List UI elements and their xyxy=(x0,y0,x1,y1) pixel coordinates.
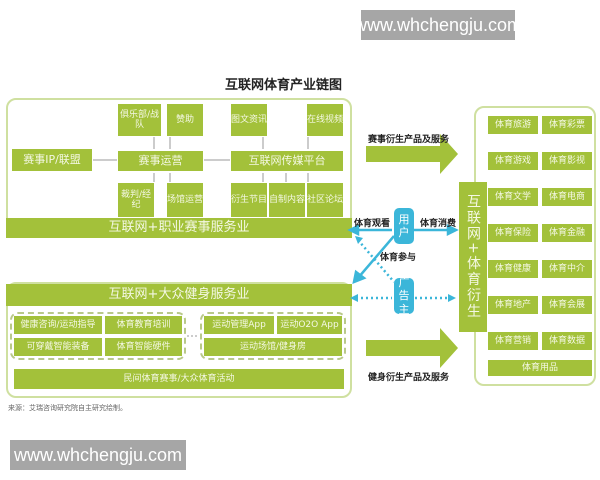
fitness-group-right xyxy=(200,312,346,360)
pro-sports-band: 互联网+职业赛事服务业 xyxy=(6,218,352,238)
sports-training-box: 体育教育培训 xyxy=(105,316,182,334)
fitness-group-left xyxy=(10,312,186,360)
diagram-title: 互联网体育产业链图 xyxy=(225,78,343,93)
watermark-bottom: www.whchengju.com xyxy=(10,440,186,470)
venue-ops-box: 场馆运营 xyxy=(167,183,203,217)
referee-agent-box: 裁判/经纪 xyxy=(118,183,154,217)
o2o-app-box: 运动O2O App xyxy=(277,316,342,334)
venue-gym-box: 运动场馆/健身房 xyxy=(204,338,342,356)
derivative-item: 体育旅游 xyxy=(488,116,538,134)
sports-app-box: 运动管理App xyxy=(204,316,274,334)
derivative-item: 体育地产 xyxy=(488,296,538,314)
mass-fitness-band: 互联网+大众健身服务业 xyxy=(6,284,352,306)
self-content-box: 自制内容 xyxy=(269,183,305,217)
derivative-item: 体育健康 xyxy=(488,260,538,278)
events-box: 民间体育赛事/大众体育活动 xyxy=(14,369,344,389)
media-platform-box: 互联网传媒平台 xyxy=(231,151,343,171)
event-derivatives-label: 赛事衍生产品及服务 xyxy=(368,135,450,145)
sporting-goods-box: 体育用品 xyxy=(488,360,592,376)
derivative-item: 体育营销 xyxy=(488,332,538,350)
derivative-shows-box: 衍生节目 xyxy=(231,183,267,217)
user-node: 用户 xyxy=(394,208,414,244)
consume-label: 体育消费 xyxy=(420,219,457,229)
watch-label: 体育观看 xyxy=(354,219,391,229)
smart-hardware-box: 体育智能硬件 xyxy=(105,338,182,356)
derivative-item: 体育保险 xyxy=(488,224,538,242)
fitness-consult-box: 健康咨询/运动指导 xyxy=(14,316,102,334)
derivative-item: 体育彩票 xyxy=(542,116,592,134)
text-news-box: 图文资讯 xyxy=(231,104,267,136)
fitness-derivatives-label: 健身衍生产品及服务 xyxy=(368,373,450,383)
ip-league-box: 赛事IP/联盟 xyxy=(12,149,92,171)
derivative-item: 体育中介 xyxy=(542,260,592,278)
derivative-item: 体育游戏 xyxy=(488,152,538,170)
derivatives-vertical-label: 互联网+体育衍生 xyxy=(459,182,487,332)
watermark-top: www.whchengju.com xyxy=(354,10,522,40)
online-video-box: 在线视频 xyxy=(307,104,343,136)
event-ops-box: 赛事运营 xyxy=(118,151,203,171)
derivative-item: 体育文学 xyxy=(488,188,538,206)
participate-label: 体育参与 xyxy=(380,253,417,263)
source-note: 来源：艾瑞咨询研究院自主研究绘制。 xyxy=(8,404,127,412)
derivative-item: 体育会展 xyxy=(542,296,592,314)
derivative-item: 体育金融 xyxy=(542,224,592,242)
community-forum-box: 社区论坛 xyxy=(307,183,343,217)
derivative-item: 体育电商 xyxy=(542,188,592,206)
advertiser-node: 广告主 xyxy=(394,276,414,316)
club-team-box: 俱乐部/战队 xyxy=(118,104,161,136)
sponsor-box: 赞助 xyxy=(167,104,203,136)
wearables-box: 可穿戴智能装备 xyxy=(14,338,102,356)
derivative-item: 体育影视 xyxy=(542,152,592,170)
derivative-item: 体育数据 xyxy=(542,332,592,350)
